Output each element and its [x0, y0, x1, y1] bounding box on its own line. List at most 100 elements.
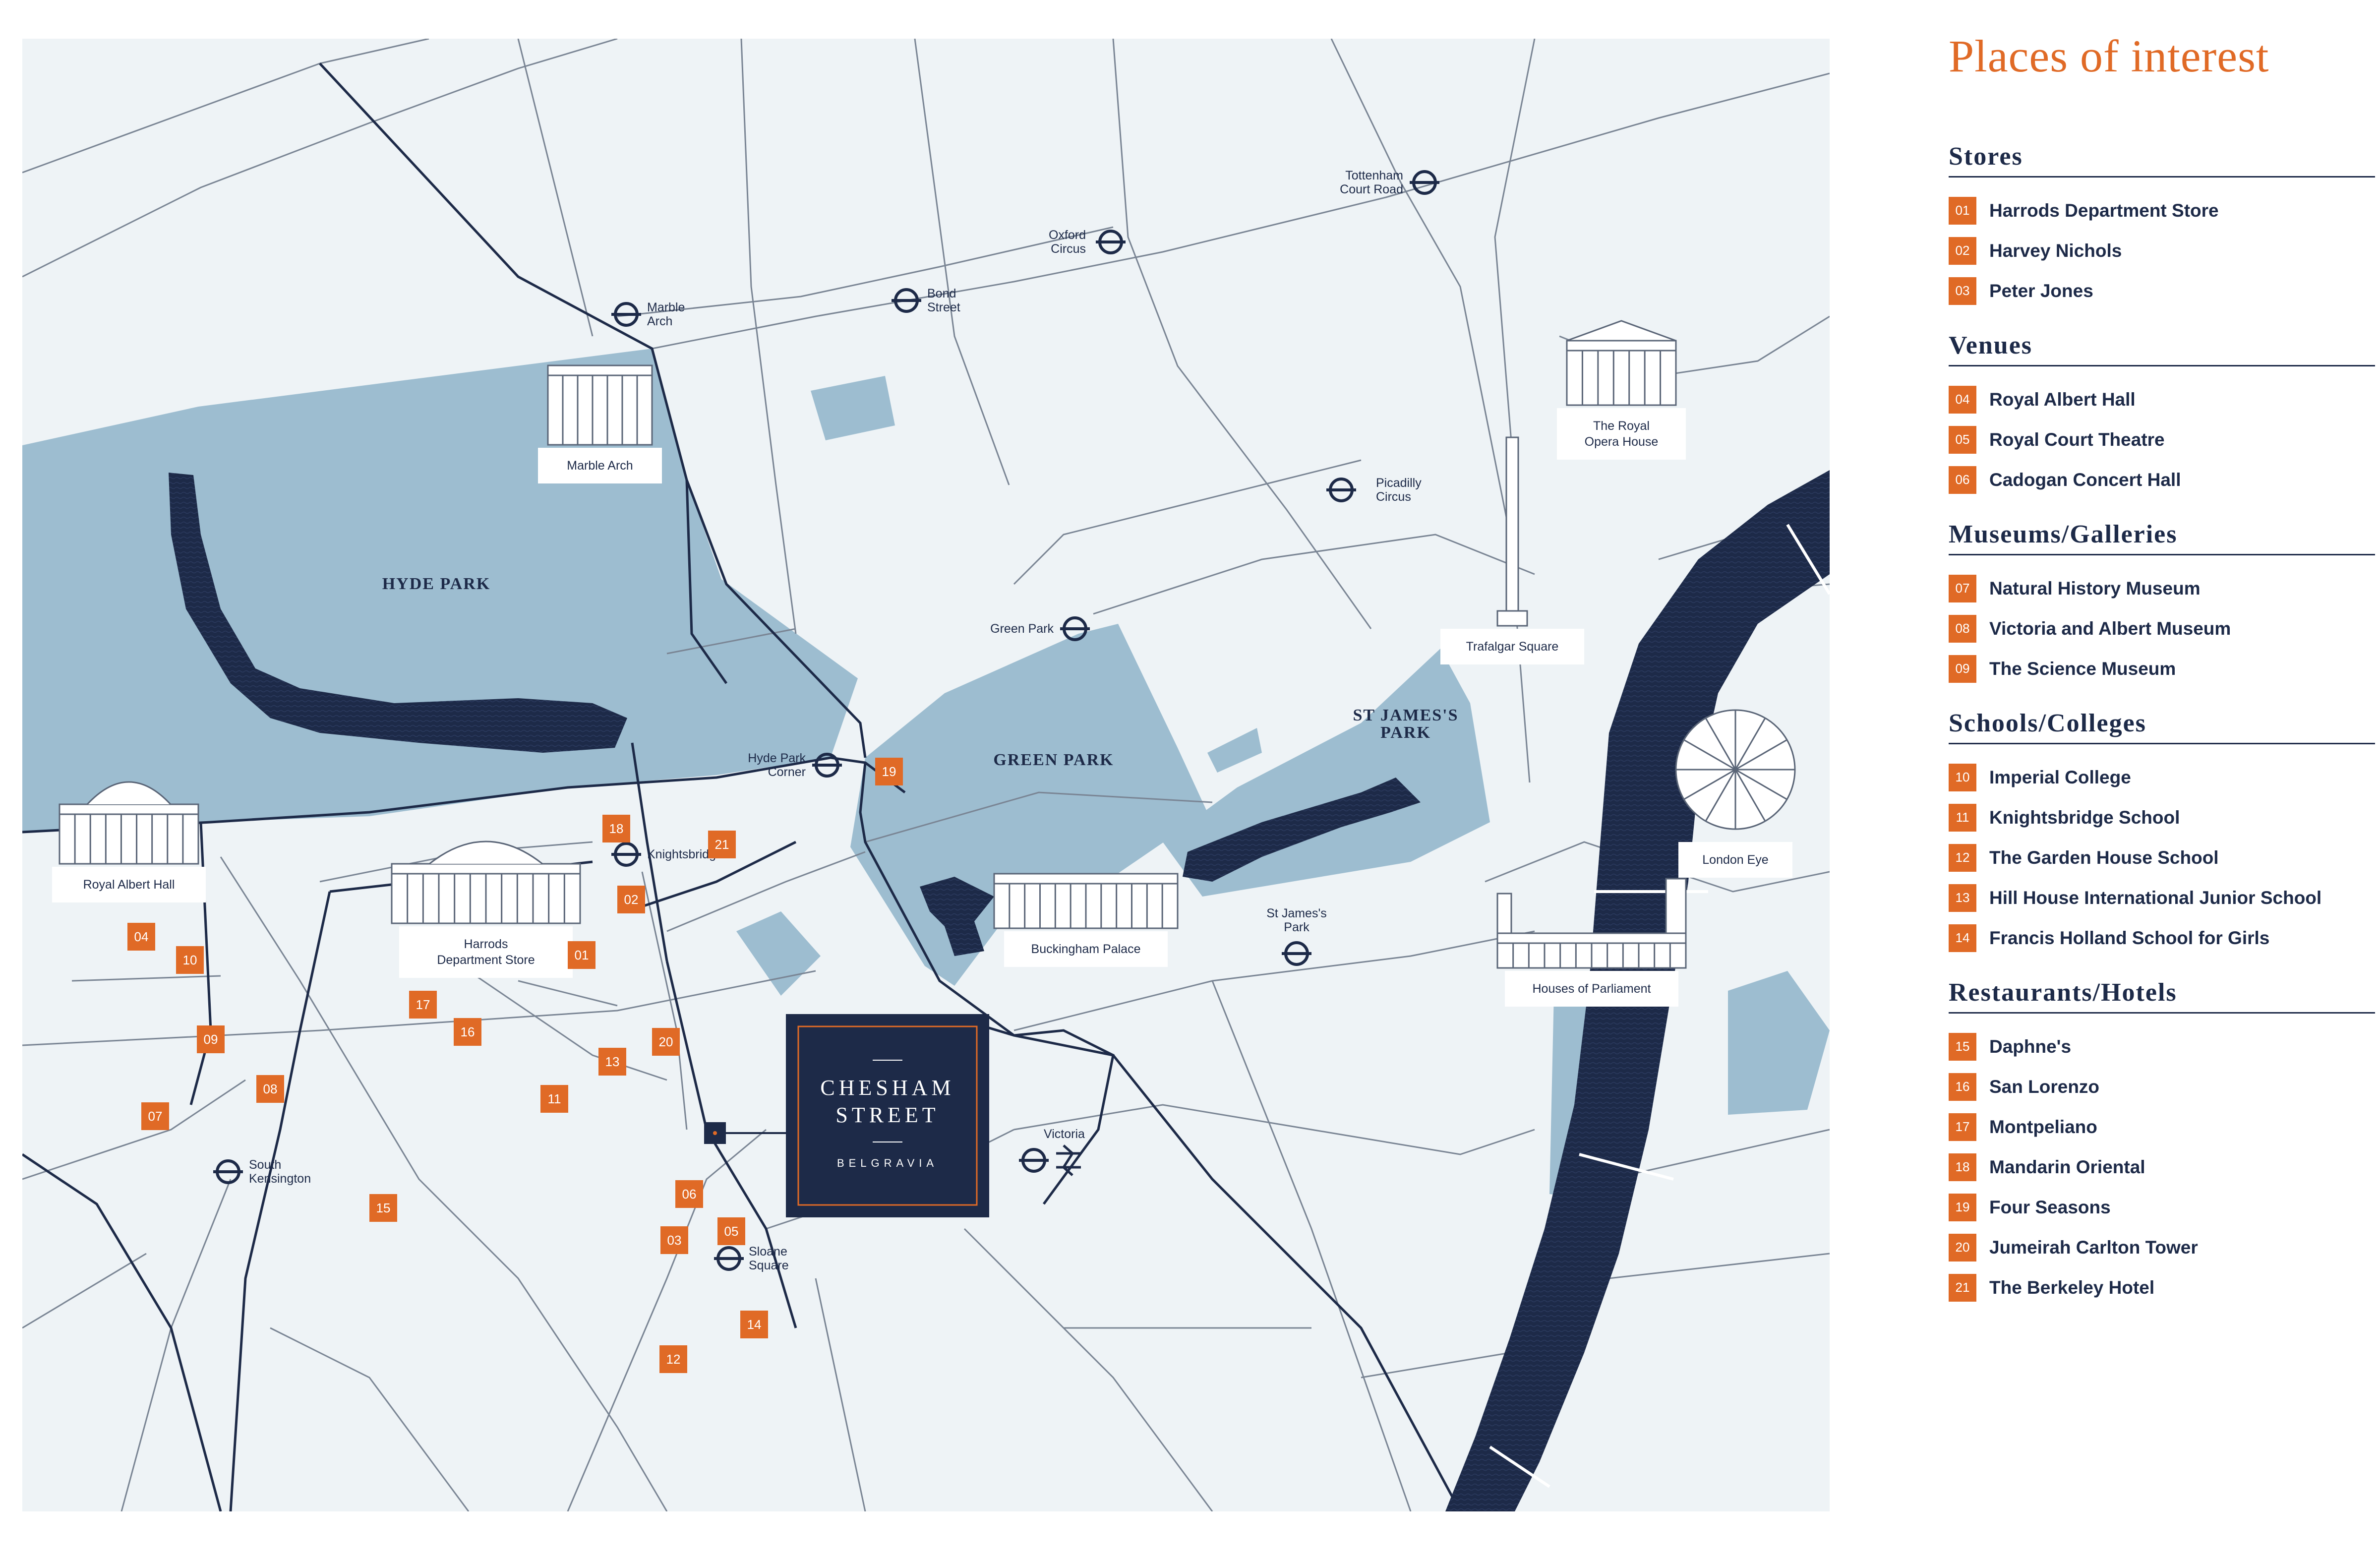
station-label: St James's [1266, 906, 1326, 920]
national-rail-icon [1056, 1144, 1081, 1176]
marker-05[interactable]: 05 [717, 1217, 745, 1245]
landmark-label: Buckingham Palace [1031, 942, 1141, 956]
legend-item-label: Cadogan Concert Hall [1989, 469, 2181, 490]
station-label: Picadilly [1376, 476, 1422, 490]
legend-category-title: Schools/Colleges [1949, 709, 2375, 744]
marker-number: 19 [882, 764, 896, 779]
legend-item-label: Francis Holland School for Girls [1989, 927, 2270, 948]
station-label: South [249, 1158, 281, 1172]
legend-item-number: 13 [1949, 884, 1976, 912]
legend-item-label: San Lorenzo [1989, 1076, 2100, 1097]
palace-lake [920, 877, 994, 956]
landmark-royal-albert-hall[interactable]: Royal Albert Hall [52, 781, 206, 902]
marker-19[interactable]: 19 [875, 758, 903, 785]
marker-17[interactable]: 17 [409, 991, 437, 1019]
london-eye-illustration-icon [1675, 709, 1796, 830]
marker-18[interactable]: 18 [602, 815, 630, 842]
legend-item-number: 20 [1949, 1233, 1976, 1262]
marker-10[interactable]: 10 [176, 946, 204, 974]
legend-item-label: Daphne's [1989, 1036, 2072, 1057]
marker-number: 02 [624, 892, 639, 907]
landmark-london-eye[interactable]: London Eye [1675, 709, 1796, 878]
chesham-street-box[interactable] [786, 1014, 989, 1217]
marker-number: 13 [605, 1054, 620, 1069]
legend-item-label: Natural History Museum [1989, 578, 2201, 599]
landmark-trafalgar-square[interactable]: Trafalgar Square [1440, 436, 1584, 664]
marker-21[interactable]: 21 [708, 831, 736, 858]
legend-category-title: Stores [1949, 142, 2375, 178]
marker-04[interactable]: 04 [127, 923, 155, 951]
marker-13[interactable]: 13 [598, 1048, 626, 1076]
tube-station-green-park[interactable]: Green Park [990, 616, 1090, 641]
marker-09[interactable]: 09 [197, 1025, 225, 1053]
legend-item-number: 11 [1949, 803, 1976, 832]
marker-02[interactable]: 02 [617, 886, 645, 913]
underground-icon [1326, 478, 1356, 502]
legend-item-number: 17 [1949, 1113, 1976, 1141]
landmark-buckingham-palace[interactable]: Buckingham Palace [993, 873, 1179, 967]
landmark-label: Harrods [464, 937, 508, 951]
marker-11[interactable]: 11 [540, 1085, 568, 1113]
marker-08[interactable]: 08 [256, 1075, 284, 1103]
marker-16[interactable]: 16 [454, 1018, 481, 1046]
marker-15[interactable]: 15 [369, 1194, 397, 1222]
landmark-label-box [52, 867, 206, 902]
station-label: Green Park [990, 622, 1054, 636]
legend-item-number: 02 [1949, 237, 1976, 265]
marker-14[interactable]: 14 [740, 1311, 768, 1338]
marker-number: 14 [747, 1317, 762, 1332]
marker-number: 09 [204, 1032, 218, 1047]
bridges [1489, 524, 1830, 1488]
landmark-marble-arch[interactable]: Marble Arch [538, 364, 662, 483]
marker-01[interactable]: 01 [568, 941, 595, 969]
marker-07[interactable]: 07 [141, 1102, 169, 1130]
marker-03[interactable]: 03 [660, 1226, 688, 1254]
marker-12[interactable]: 12 [659, 1345, 687, 1373]
legend-item-label: Four Seasons [1989, 1197, 2111, 1217]
featured-location[interactable]: CHESHAM STREET BELGRAVIA [704, 1014, 989, 1217]
marker-number: 07 [148, 1109, 163, 1124]
tube-station-victoria[interactable]: Victoria [1019, 1127, 1085, 1176]
marker-number: 17 [416, 997, 430, 1012]
landmark-houses-of-parliament[interactable]: Houses of Parliament [1496, 878, 1687, 1007]
marker-06[interactable]: 06 [675, 1180, 703, 1208]
marker-20[interactable]: 20 [652, 1028, 680, 1056]
riverside-park-east [1728, 971, 1830, 1115]
station-label: Park [1284, 920, 1309, 934]
small-park [1207, 728, 1262, 773]
